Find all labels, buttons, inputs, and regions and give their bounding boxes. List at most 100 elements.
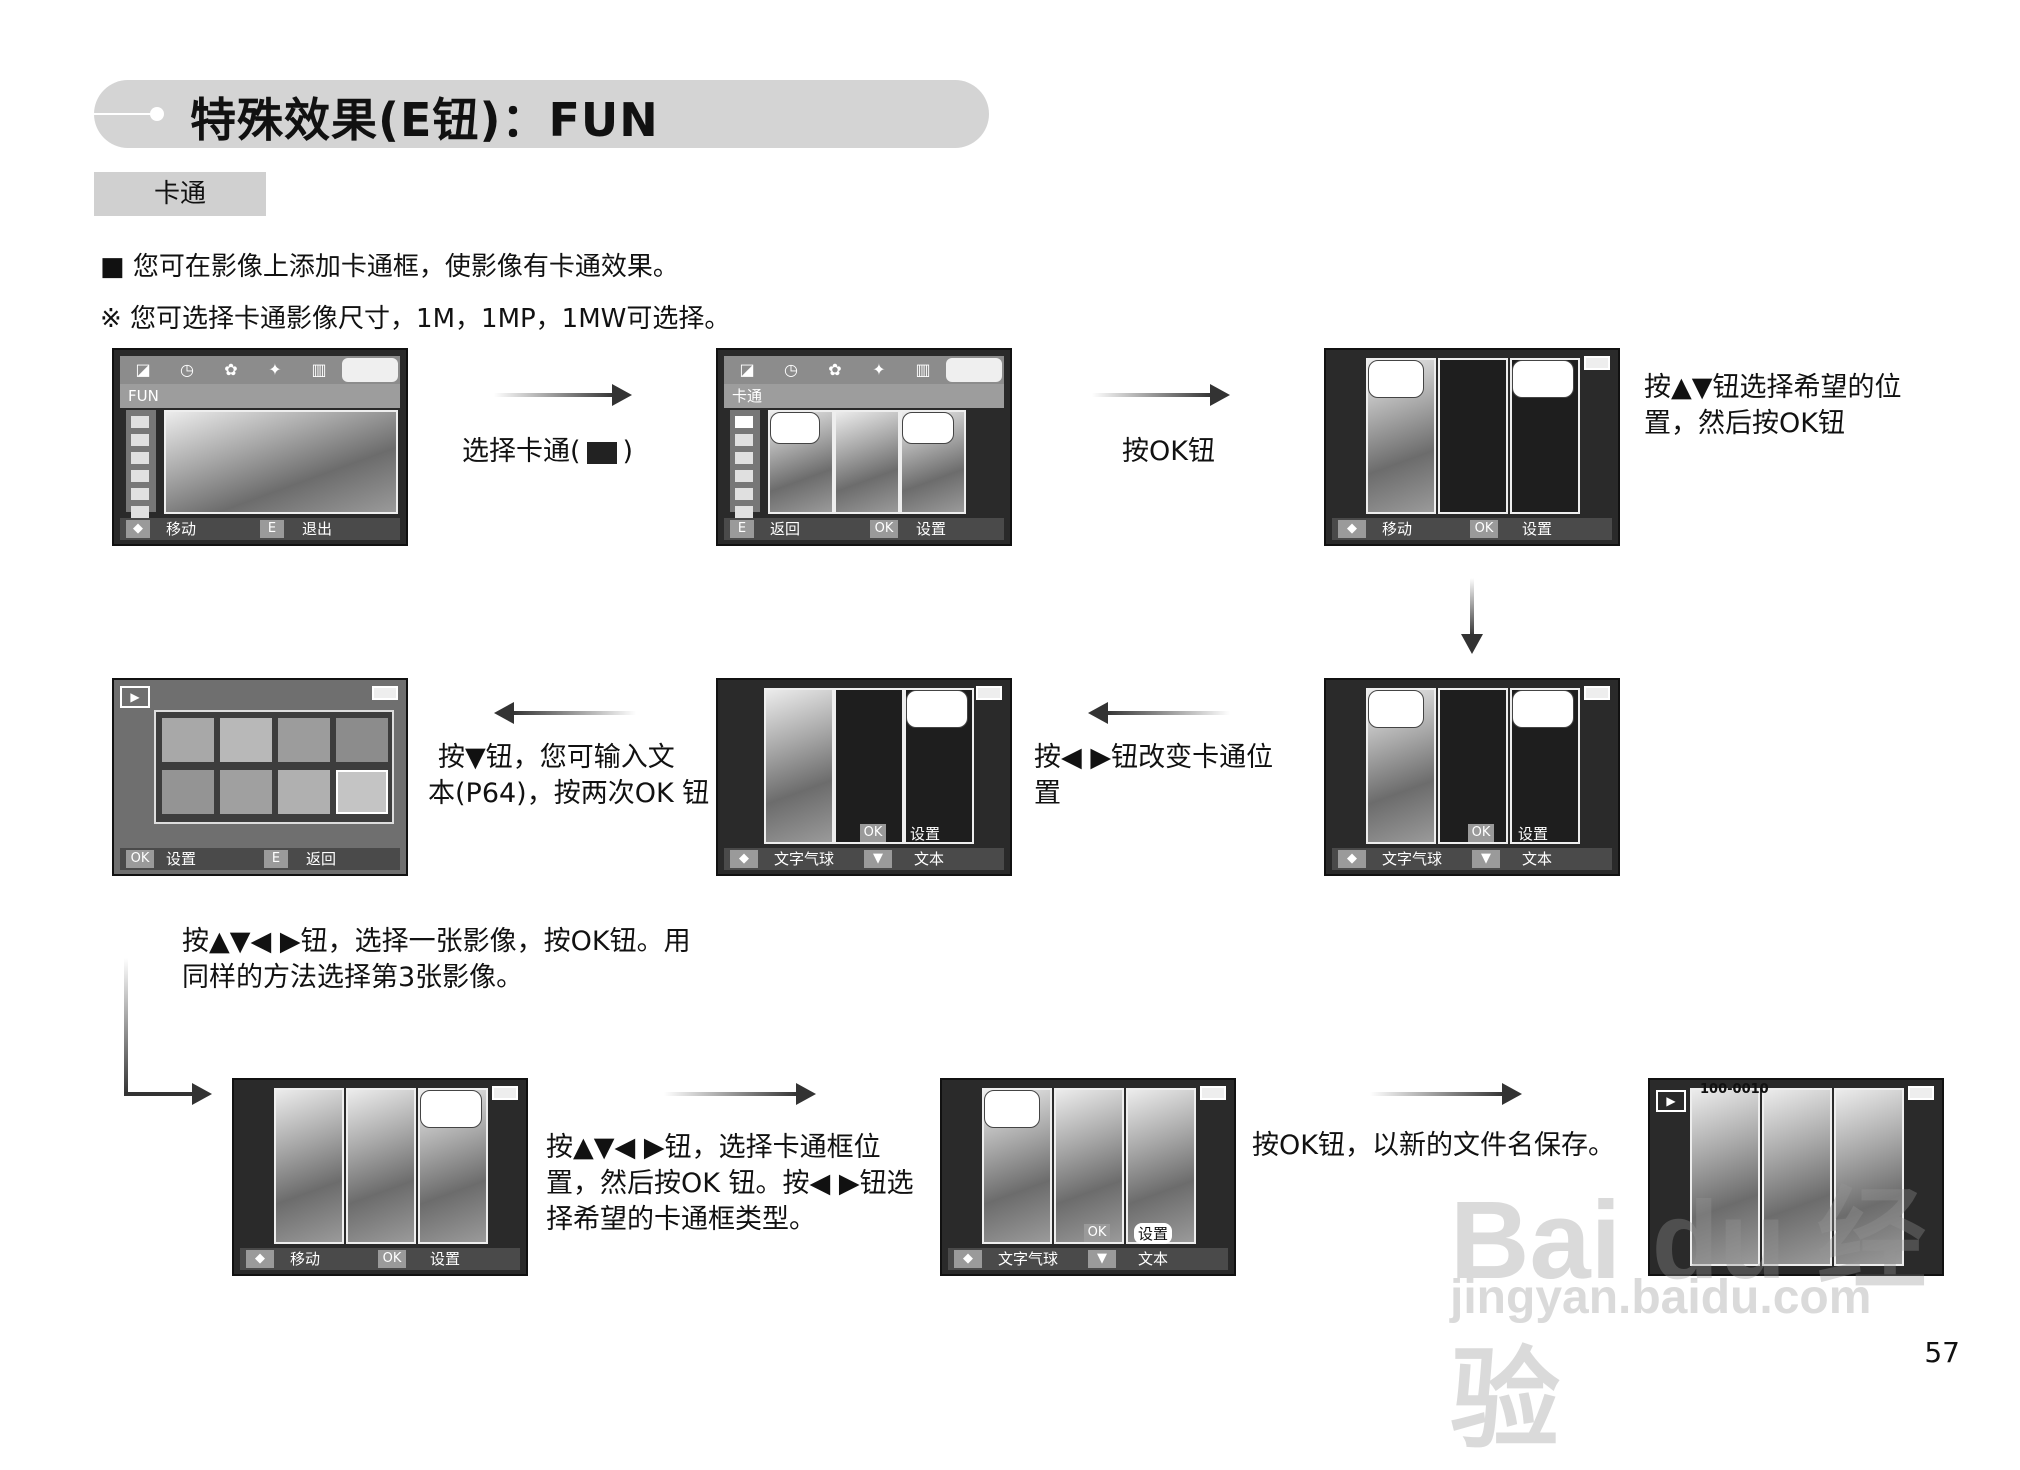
guide-set: 设置 xyxy=(166,850,197,868)
frame-panel-2 xyxy=(1054,1088,1124,1244)
guide-move: 移动 xyxy=(290,1250,321,1268)
leftright-key-icon: ◆ xyxy=(730,850,758,868)
thumbnail xyxy=(336,718,388,762)
frame-icon xyxy=(735,434,753,446)
caption-select-cartoon-text: 选择卡通( xyxy=(462,436,581,467)
speech-bubble xyxy=(1368,690,1424,728)
fun-tab-selected xyxy=(946,358,1002,382)
leftright-key-icon: ◆ xyxy=(1338,850,1366,868)
e-key-icon: E xyxy=(730,520,754,538)
composite-icon xyxy=(131,452,149,464)
guide-speech-bubble: 文字气球 xyxy=(774,850,835,868)
frame-panel-1 xyxy=(1690,1088,1760,1266)
playback-icon: ▶ xyxy=(120,686,150,708)
updown-key-icon: ◆ xyxy=(126,520,150,538)
timer-icon: ◷ xyxy=(784,360,798,379)
guide-exit: 退出 xyxy=(302,520,333,538)
effect-icon: ✦ xyxy=(268,360,282,379)
frame-panel-2 xyxy=(834,688,904,844)
battery-icon xyxy=(976,686,1002,700)
cartoon-icon xyxy=(735,416,753,428)
sticker-icon xyxy=(131,470,149,482)
speech-bubble xyxy=(1368,360,1424,398)
frame-panel-2 xyxy=(834,410,900,514)
intro-line-2: ※ 您可选择卡通影像尺寸，1M，1MP，1MW可选择。 xyxy=(100,304,731,334)
header-line-decoration xyxy=(94,113,154,115)
speech-bubble xyxy=(902,412,954,444)
thumbnail xyxy=(220,770,272,814)
arrow-right xyxy=(1370,1083,1522,1105)
battery-icon xyxy=(492,1086,518,1100)
speech-bubble xyxy=(420,1090,482,1128)
guide-move: 移动 xyxy=(1382,520,1413,538)
timer-icon: ◷ xyxy=(180,360,194,379)
speech-bubble xyxy=(984,1090,1040,1128)
subsection-label: 卡通 xyxy=(153,179,206,209)
ok-key-icon: OK xyxy=(1084,1224,1110,1242)
caption-select-cartoon: 选择卡通() xyxy=(462,434,633,470)
submenu-bar: 卡通 xyxy=(724,384,1004,408)
battery-icon xyxy=(1584,356,1610,370)
caption-frame-type-3: 择希望的卡通框类型。 xyxy=(546,1204,816,1235)
caption-select-cartoon-end: ) xyxy=(622,436,634,467)
caption-input-text-1: 按▼钮，您可输入文 xyxy=(438,742,675,773)
frame-panel-3 xyxy=(1126,1088,1196,1244)
frame-panel-2 xyxy=(1438,358,1508,514)
thumbnail xyxy=(162,770,214,814)
guide-set: 设置 xyxy=(1518,825,1549,843)
caption-save: 按OK钮，以新的文件名保存。 xyxy=(1252,1130,1615,1161)
speech-bubble xyxy=(1512,690,1574,728)
camera-screen-saved: ▶ 100-0010 xyxy=(1648,1078,1944,1276)
speech-bubble xyxy=(906,690,968,728)
caption-press-ok: 按OK钮 xyxy=(1122,436,1215,467)
camera-screen-cartoon-text: OK 设置 ◆ 文字气球 ▼ 文本 xyxy=(716,678,1012,876)
button-guide-bar: ◆ 文字气球 ▼ 文本 xyxy=(724,848,1004,870)
caption-change-position-2: 置 xyxy=(1034,778,1061,809)
ok-key-icon: OK xyxy=(870,520,898,538)
guide-text: 文本 xyxy=(914,850,945,868)
guide-back: 返回 xyxy=(770,520,801,538)
playback-icon: ▶ xyxy=(1656,1090,1686,1112)
thumbnail-grid xyxy=(154,710,394,824)
e-key-icon: E xyxy=(264,850,288,868)
down-key-icon: ▼ xyxy=(864,850,892,868)
guide-set: 设置 xyxy=(1134,1223,1173,1244)
arrow-down xyxy=(1461,578,1483,654)
guide-speech-bubble: 文字气球 xyxy=(1382,850,1443,868)
caption-change-position-1: 按◀ ▶钮改变卡通位 xyxy=(1034,742,1274,773)
button-guide-bar: ◆ 移动 OK 设置 xyxy=(240,1248,520,1270)
button-guide-bar: ◆ 文字气球 ▼ 文本 xyxy=(1332,848,1612,870)
palette-icon: ✿ xyxy=(828,360,842,379)
caption-select-position-2: 置，然后按OK钮 xyxy=(1644,408,1845,439)
battery-icon xyxy=(372,686,398,700)
arrow-right xyxy=(664,1083,816,1105)
button-guide-bar: E 返回 OK 设置 xyxy=(724,518,1004,540)
arrow-right xyxy=(1092,384,1230,406)
fun-tab-selected xyxy=(342,358,398,382)
cartoon-icon xyxy=(131,416,149,428)
piano-icon: ▥ xyxy=(915,360,931,379)
button-guide-bar: ◆ 文字气球 ▼ 文本 xyxy=(948,1248,1228,1270)
guide-speech-bubble: 文字气球 xyxy=(998,1250,1059,1268)
camera-screen-cartoon-text: OK 设置 ◆ 文字气球 ▼ 文本 xyxy=(1324,678,1620,876)
effect-icon: ✦ xyxy=(872,360,886,379)
section-header-bar xyxy=(94,80,989,148)
ok-key-icon: OK xyxy=(378,1250,406,1268)
composite-icon xyxy=(735,452,753,464)
down-key-icon: ▼ xyxy=(1472,850,1500,868)
frame-panel-1 xyxy=(764,688,834,844)
caption-select-image-2: 同样的方法选择第3张影像。 xyxy=(182,962,524,993)
guide-move: 移动 xyxy=(166,520,197,538)
caption-frame-type-1: 按▲▼◀ ▶钮，选择卡通框位 xyxy=(546,1132,881,1163)
ok-key-icon: OK xyxy=(1470,520,1498,538)
option-column xyxy=(730,410,760,518)
caption-input-text-2: 本(P64)，按两次OK 钮 xyxy=(428,778,710,809)
guide-set: 设置 xyxy=(916,520,947,538)
menu-tab-bar: ◪ ◷ ✿ ✦ ▥ xyxy=(724,356,1004,384)
ok-key-icon: OK xyxy=(126,850,154,868)
guide-set: 设置 xyxy=(430,1250,461,1268)
guide-set: 设置 xyxy=(910,825,941,843)
camera-screen-fun-menu: ◪ ◷ ✿ ✦ ▥ FUN ◆ 移动 E 退出 xyxy=(112,348,408,546)
frame-panel-3 xyxy=(1834,1088,1904,1266)
arrow-right xyxy=(124,1083,212,1105)
